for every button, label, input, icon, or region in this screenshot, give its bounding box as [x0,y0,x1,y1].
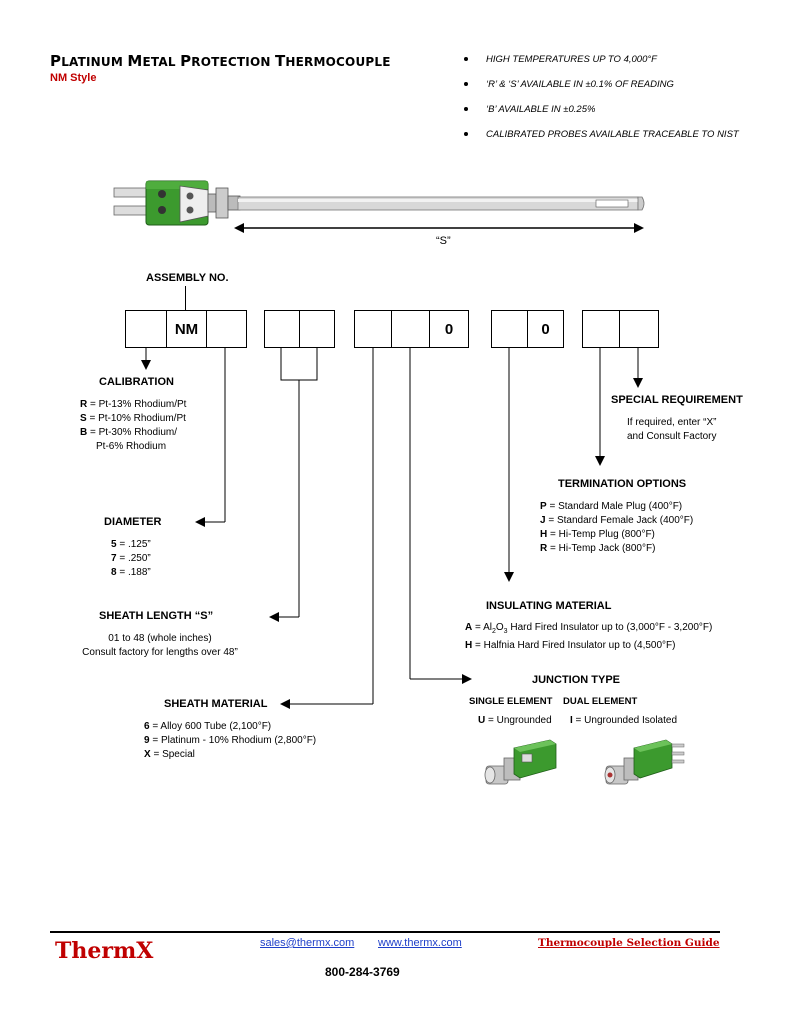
single-element-connector-image [484,739,557,785]
special-requirement-description: If required, enter “X” and Consult Facto… [627,417,717,442]
sheath-length-dimension-label: “S” [436,235,451,247]
assembly-box-diameter[interactable] [206,310,247,348]
assembly-box-length-2[interactable] [299,310,335,348]
insulating-options: A = Al2O3 Hard Fired Insulator up to (3,… [465,622,713,651]
sheath-length-description: 01 to 48 (whole inches) Consult factory … [82,633,238,658]
assembly-label: ASSEMBLY NO. [146,272,229,284]
selection-guide-link[interactable]: Thermocouple Selection Guide [538,937,720,949]
single-element-label: SINGLE ELEMENT [469,696,553,707]
sheath-material-header: SHEATH MATERIAL [164,698,268,710]
page-subtitle: NM Style [50,72,97,84]
dual-element-label: DUAL ELEMENT [563,696,638,707]
dual-element-option: I = Ungrounded Isolated [570,715,678,726]
website-link[interactable]: www.thermx.com [378,937,462,949]
termination-header: TERMINATION OPTIONS [558,478,687,490]
assembly-box-fixed-zero-1: 0 [429,310,469,348]
phone-number: 800-284-3769 [325,965,400,979]
calibration-options: R = Pt-13% Rhodium/Pt S = Pt-10% Rhodium… [80,399,187,452]
calibration-header: CALIBRATION [99,376,174,388]
footer-divider [50,931,720,933]
feature-item: ‘B’ AVAILABLE IN ±0.25% [462,100,739,125]
probe-illustration [113,180,645,233]
insulating-header: INSULATING MATERIAL [486,600,612,612]
diameter-header: DIAMETER [104,516,162,528]
dual-element-connector-image [604,739,685,785]
assembly-box-fixed-zero-2: 0 [527,310,564,348]
termination-options: P = Standard Male Plug (400°F) J = Stand… [540,501,694,554]
feature-item: CALIBRATED PROBES AVAILABLE TRACEABLE TO… [462,125,739,150]
feature-list: HIGH TEMPERATURES UP TO 4,000°F ‘R’ & ‘S… [462,50,739,150]
brand-logo: ThermX [55,938,154,964]
sheath-length-header: SHEATH LENGTH “S” [99,610,214,622]
diameter-options: 5 = .125” 7 = .250” 8 = .188” [111,539,151,578]
feature-item: HIGH TEMPERATURES UP TO 4,000°F [462,50,739,75]
single-element-option: U = Ungrounded [478,715,552,726]
special-requirement-header: SPECIAL REQUIREMENT [611,394,743,406]
sheath-material-options: 6 = Alloy 600 Tube (2,100°F) 9 = Platinu… [144,721,317,760]
feature-item: ‘R’ & ‘S’ AVAILABLE IN ±0.1% OF READING [462,75,739,100]
email-link[interactable]: sales@thermx.com [260,937,355,949]
junction-header: JUNCTION TYPE [532,674,621,686]
assembly-box-special[interactable] [619,310,659,348]
page-title: PLATINUM METAL PROTECTION THERMOCOUPLE [50,52,391,70]
